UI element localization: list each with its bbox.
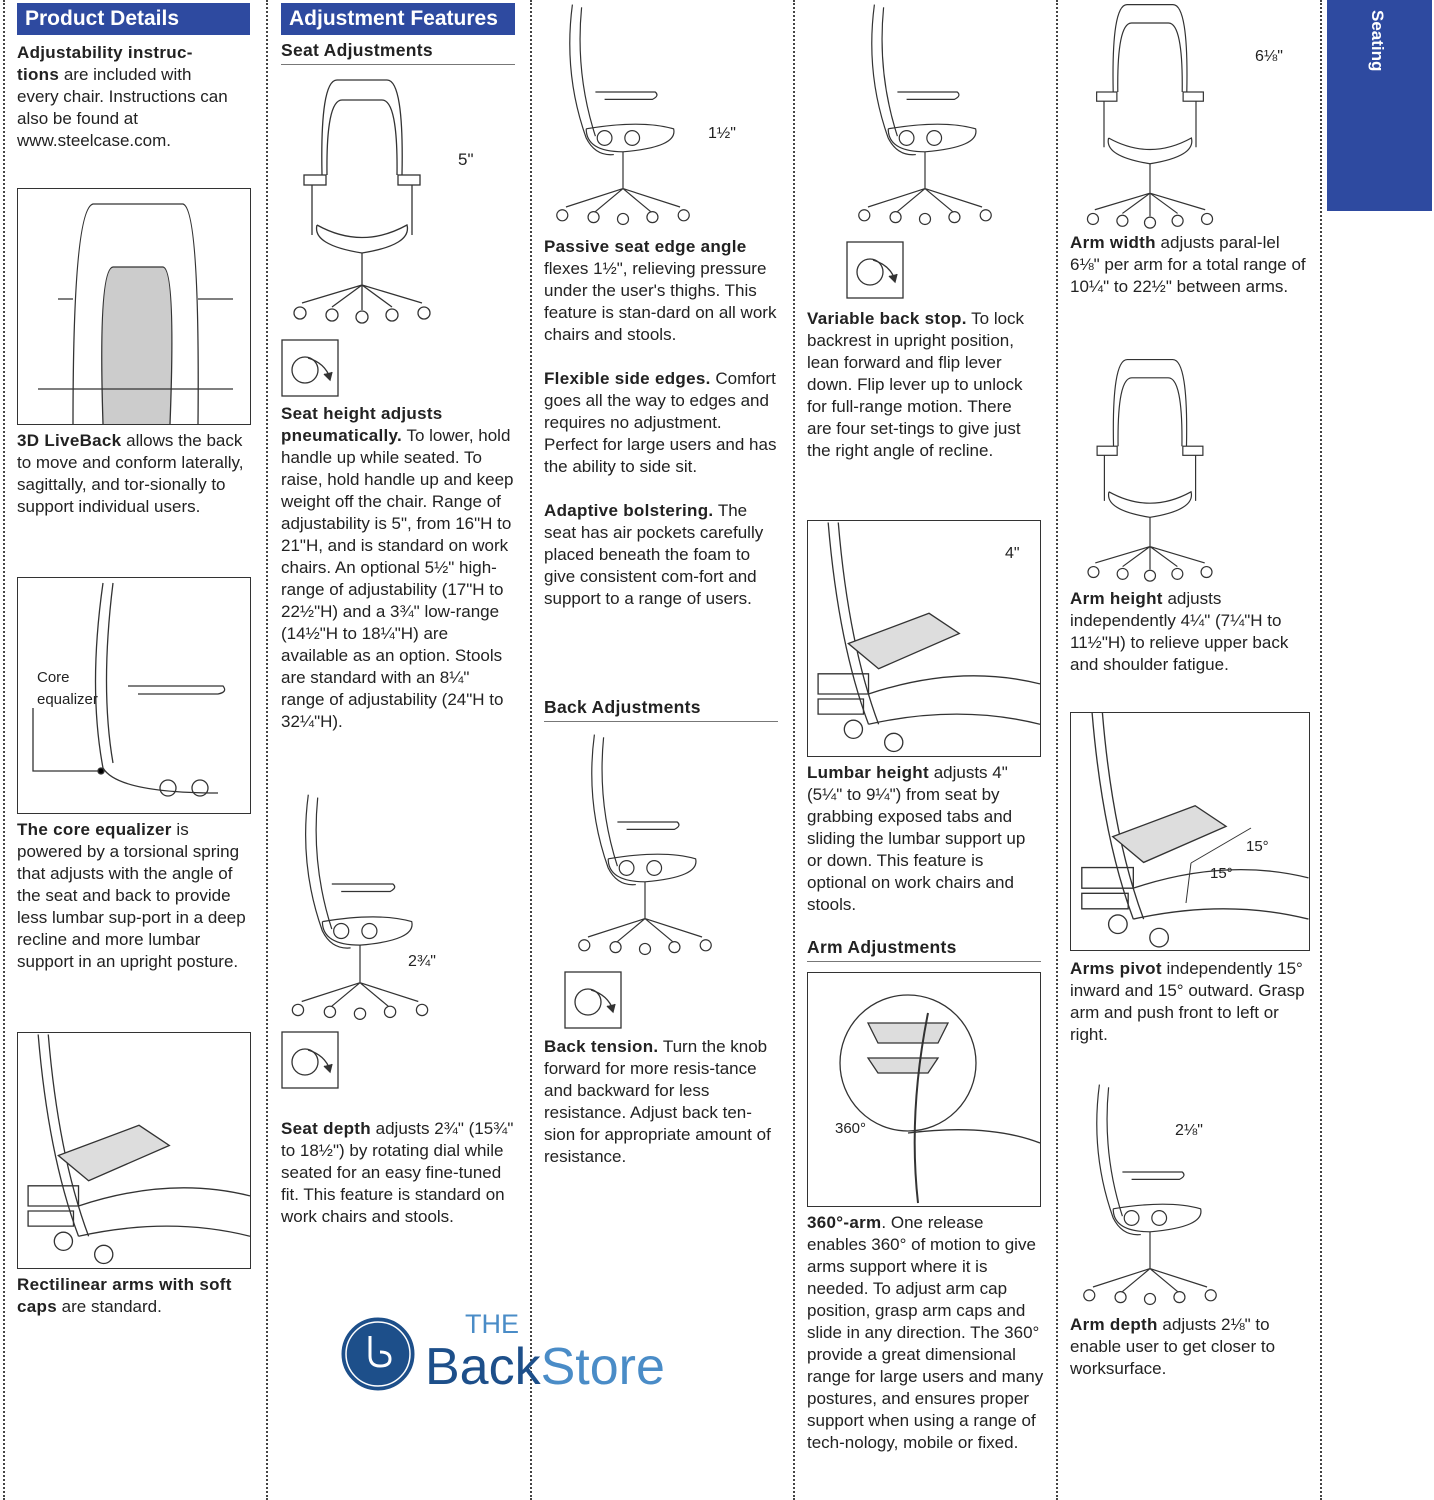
seat-depth-chair-image (280, 790, 440, 1025)
product-details-header: Product Details (17, 3, 250, 35)
back-adjustments-heading: Back Adjustments (544, 697, 778, 722)
seat-height-text: Seat height adjusts pneumatically. To lo… (281, 404, 514, 731)
arm-width-chair-image (1070, 0, 1230, 230)
column-divider (793, 0, 795, 1500)
core-equalizer-label: Core equalizer (37, 669, 98, 708)
lumbar-image (807, 520, 1041, 757)
back-tension-knob-image (563, 970, 623, 1030)
rectilinear-arms-image (17, 1032, 251, 1269)
arm-width-dimension: 6⅛" (1255, 48, 1283, 65)
seat-edge-text: Passive seat edge angle flexes 1½", reli… (544, 237, 777, 344)
seating-tab: Seating (1327, 0, 1432, 211)
arm-360-dimension: 360° (835, 1120, 867, 1137)
lumbar-text: Lumbar height adjusts 4" (5¼" to 9¼") fr… (807, 763, 1026, 914)
arm-depth-dimension: 2⅛" (1175, 1122, 1203, 1139)
arm-height-chair-image (1070, 355, 1230, 583)
seat-depth-text: Seat depth adjusts 2¾" (15¾" to 18½") by… (281, 1119, 514, 1226)
arm-width-text: Arm width adjusts paral-lel 6⅛" per arm … (1070, 233, 1306, 296)
arm-height-text: Arm height adjusts independently 4¼" (7¼… (1070, 589, 1289, 674)
liveback-image (17, 188, 251, 425)
seating-tab-label: Seating (1368, 10, 1387, 72)
arm-360-image (807, 972, 1041, 1207)
arm-360-text: 360°-arm. One release enables 360° of mo… (807, 1213, 1044, 1452)
column-divider (1320, 0, 1322, 1500)
column-divider (3, 0, 5, 1500)
arms-pivot-dimension-a: 15° (1246, 838, 1269, 855)
logo-the: THE (465, 1309, 519, 1339)
back-tension-chair-image (565, 730, 725, 960)
seat-edge-dimension: 1½" (708, 125, 736, 142)
core-equalizer-text: The core equalizer is powered by a torsi… (17, 820, 246, 971)
logo-wordmark: BackStore (425, 1340, 665, 1394)
column-divider (530, 0, 532, 1500)
seat-height-lever-image (280, 338, 340, 398)
back-stop-chair-image (845, 0, 1005, 230)
arms-pivot-dimension-b: 15° (1210, 865, 1233, 882)
seat-features-text-group: Passive seat edge angle flexes 1½", reli… (544, 236, 778, 610)
column-divider (1056, 0, 1058, 1500)
arms-pivot-image (1070, 712, 1310, 951)
logo-back: Back (425, 1338, 541, 1396)
core-equalizer-image (17, 577, 251, 814)
arms-pivot-text: Arms pivot independently 15° inward and … (1070, 959, 1305, 1044)
side-edges-text: Flexible side edges. Comfort goes all th… (544, 369, 777, 476)
adaptive-bolstering-text: Adaptive bolstering. The seat has air po… (544, 501, 764, 608)
back-stop-text: Variable back stop. To lock backrest in … (807, 309, 1025, 460)
adjustability-text: Adjustability instruc-tions are included… (17, 43, 228, 150)
arm-adjustments-heading: Arm Adjustments (807, 937, 1041, 962)
seat-edge-chair-image (543, 0, 703, 230)
seat-depth-dimension: 2¾" (408, 953, 436, 970)
column-divider (266, 0, 268, 1500)
lumbar-dimension: 4" (1005, 545, 1020, 562)
back-stop-lever-image (845, 240, 905, 300)
seat-height-dimension: 5" (458, 150, 474, 169)
seat-depth-dial-image (280, 1030, 340, 1090)
rectilinear-arms-text: Rectilinear arms with soft caps are stan… (17, 1275, 232, 1316)
adjustment-features-header: Adjustment Features (281, 3, 515, 35)
arm-depth-text: Arm depth adjusts 2⅛" to enable user to … (1070, 1315, 1276, 1378)
seat-height-chair-image (282, 75, 442, 325)
the-backstore-logo: THE BackStore (340, 1310, 720, 1396)
liveback-text: 3D LiveBack allows the back to move and … (17, 431, 244, 516)
arm-depth-chair-image (1070, 1080, 1230, 1310)
logo-store: Store (540, 1338, 665, 1396)
back-tension-text: Back tension. Turn the knob forward for … (544, 1037, 771, 1166)
seat-adjustments-heading: Seat Adjustments (281, 40, 515, 65)
